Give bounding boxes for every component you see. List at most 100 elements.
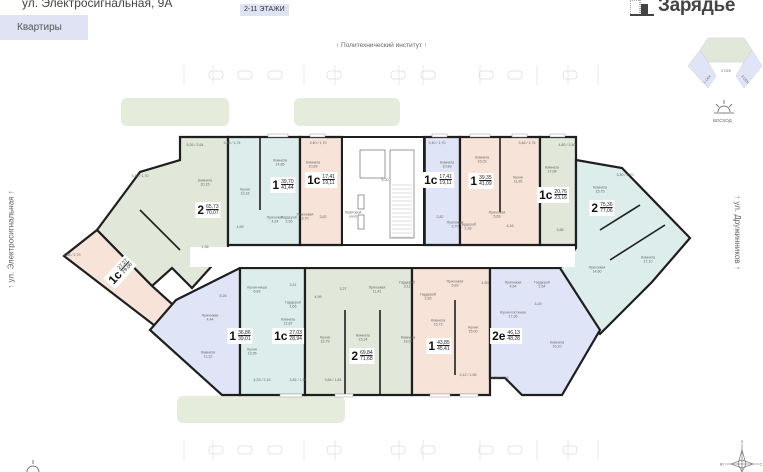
window bbox=[334, 393, 354, 398]
apartment-area-living: 39,70 bbox=[281, 179, 294, 185]
room-name: Комната bbox=[305, 160, 321, 165]
room-name: Лифтовой bbox=[344, 210, 362, 215]
logo: Зарядье bbox=[630, 0, 735, 16]
room-area: 5,25 bbox=[219, 293, 227, 298]
apartment-area-total: 48,28 bbox=[507, 336, 520, 342]
apartment-type: 2 bbox=[591, 201, 599, 215]
apartment-area-total: 28,94 bbox=[289, 336, 302, 342]
room-label: 3,48 / 1,74 bbox=[519, 141, 536, 145]
apartment-type: 2 bbox=[351, 349, 359, 363]
apartment-area-total: 41,44 bbox=[281, 185, 294, 191]
room-label: 4,30 / 2,15 bbox=[492, 376, 509, 380]
compass-icon: З Ю С bbox=[720, 439, 763, 472]
room-area: 3,12 / 1,56 bbox=[459, 372, 477, 377]
parking-space-icon bbox=[390, 70, 406, 80]
room-area: 3,70 bbox=[451, 225, 459, 229]
section-map[interactable]: 2 СЕК 1 СЕК 3 СЕК bbox=[686, 36, 763, 96]
room-area: 14,85 bbox=[275, 163, 285, 167]
room-area: холл bbox=[349, 215, 357, 219]
room-area: 11,95 bbox=[513, 180, 523, 184]
room-area: 17,08 bbox=[547, 170, 557, 174]
room-area: 3,29 bbox=[534, 301, 542, 306]
room-area: 15,73 bbox=[433, 323, 443, 327]
room-area: 10,89 bbox=[308, 165, 318, 169]
apartment-3[interactable] bbox=[298, 135, 344, 247]
room-label: 4,59 bbox=[237, 225, 244, 229]
room-label: 3,41 bbox=[290, 283, 297, 287]
room-name: Комната bbox=[430, 318, 446, 323]
room-name: Прихожая bbox=[588, 265, 606, 270]
parking-space-icon bbox=[267, 445, 283, 455]
room-area: 3,58 / 1,79 bbox=[63, 252, 81, 257]
apartment-11[interactable] bbox=[303, 266, 414, 397]
room-area: 2,54 bbox=[538, 285, 546, 289]
room-name: Комната bbox=[549, 340, 565, 345]
section-1[interactable] bbox=[687, 49, 717, 89]
room-name: Гардероб bbox=[534, 280, 550, 285]
room-area: 15,03 bbox=[477, 160, 487, 164]
room-area: 3,41 bbox=[289, 282, 297, 287]
window bbox=[267, 133, 289, 138]
sunrise-label: ВОСХОД bbox=[713, 118, 732, 123]
section-3[interactable] bbox=[735, 49, 763, 89]
parking-space-icon bbox=[562, 70, 578, 80]
room-name: Кухня bbox=[240, 187, 250, 192]
compass-north: С bbox=[760, 462, 763, 467]
room-label: 3,29 bbox=[535, 302, 542, 306]
room-area: 11,41 bbox=[372, 290, 382, 294]
room-area: 3,68 / 1,84 bbox=[324, 377, 342, 382]
apartment-type: 1 bbox=[470, 174, 478, 188]
logo-text: Зарядье bbox=[658, 0, 736, 16]
room-name: Гардероб bbox=[281, 215, 297, 220]
room-area: 13,16 bbox=[240, 192, 250, 196]
window bbox=[429, 393, 451, 398]
room-label: 1,36 bbox=[202, 245, 209, 249]
room-name: Кухня-ниша bbox=[247, 285, 267, 290]
room-area: 3,82 bbox=[319, 214, 327, 219]
room-label: 3,68 / 1,84 bbox=[325, 378, 342, 382]
apartment-13[interactable] bbox=[488, 266, 602, 397]
room-name: Кухня-гостиная bbox=[500, 310, 526, 315]
room-area: 12,87 bbox=[283, 322, 293, 326]
room-area: 5,63 bbox=[493, 215, 501, 219]
room-name: Прихожая bbox=[488, 210, 506, 215]
room-area: 4,50 bbox=[481, 280, 489, 285]
room-area: 17,36 bbox=[508, 315, 518, 319]
room-area: 3,40 / 1,70 bbox=[309, 140, 327, 145]
apartment-9[interactable] bbox=[148, 266, 242, 397]
room-label: 4,16 bbox=[507, 224, 514, 228]
apartment-type: 1с bbox=[307, 173, 321, 187]
room-area: 4,16 bbox=[506, 223, 514, 228]
tab-apartments[interactable]: Квартиры bbox=[0, 15, 88, 40]
apartment-area-total: 23,16 bbox=[554, 195, 567, 201]
compass-south: Ю bbox=[720, 462, 724, 467]
apartment-area-living: 20,76 bbox=[554, 189, 567, 195]
room-area: 13,95 bbox=[247, 352, 257, 356]
room-area: 3,27 bbox=[339, 286, 347, 291]
apartment-area-living: 43,85 bbox=[437, 340, 450, 346]
room-name: Прихожая bbox=[504, 280, 522, 285]
apartment-type: 1 bbox=[229, 329, 237, 343]
apartment-area-total: 77,06 bbox=[600, 208, 613, 214]
